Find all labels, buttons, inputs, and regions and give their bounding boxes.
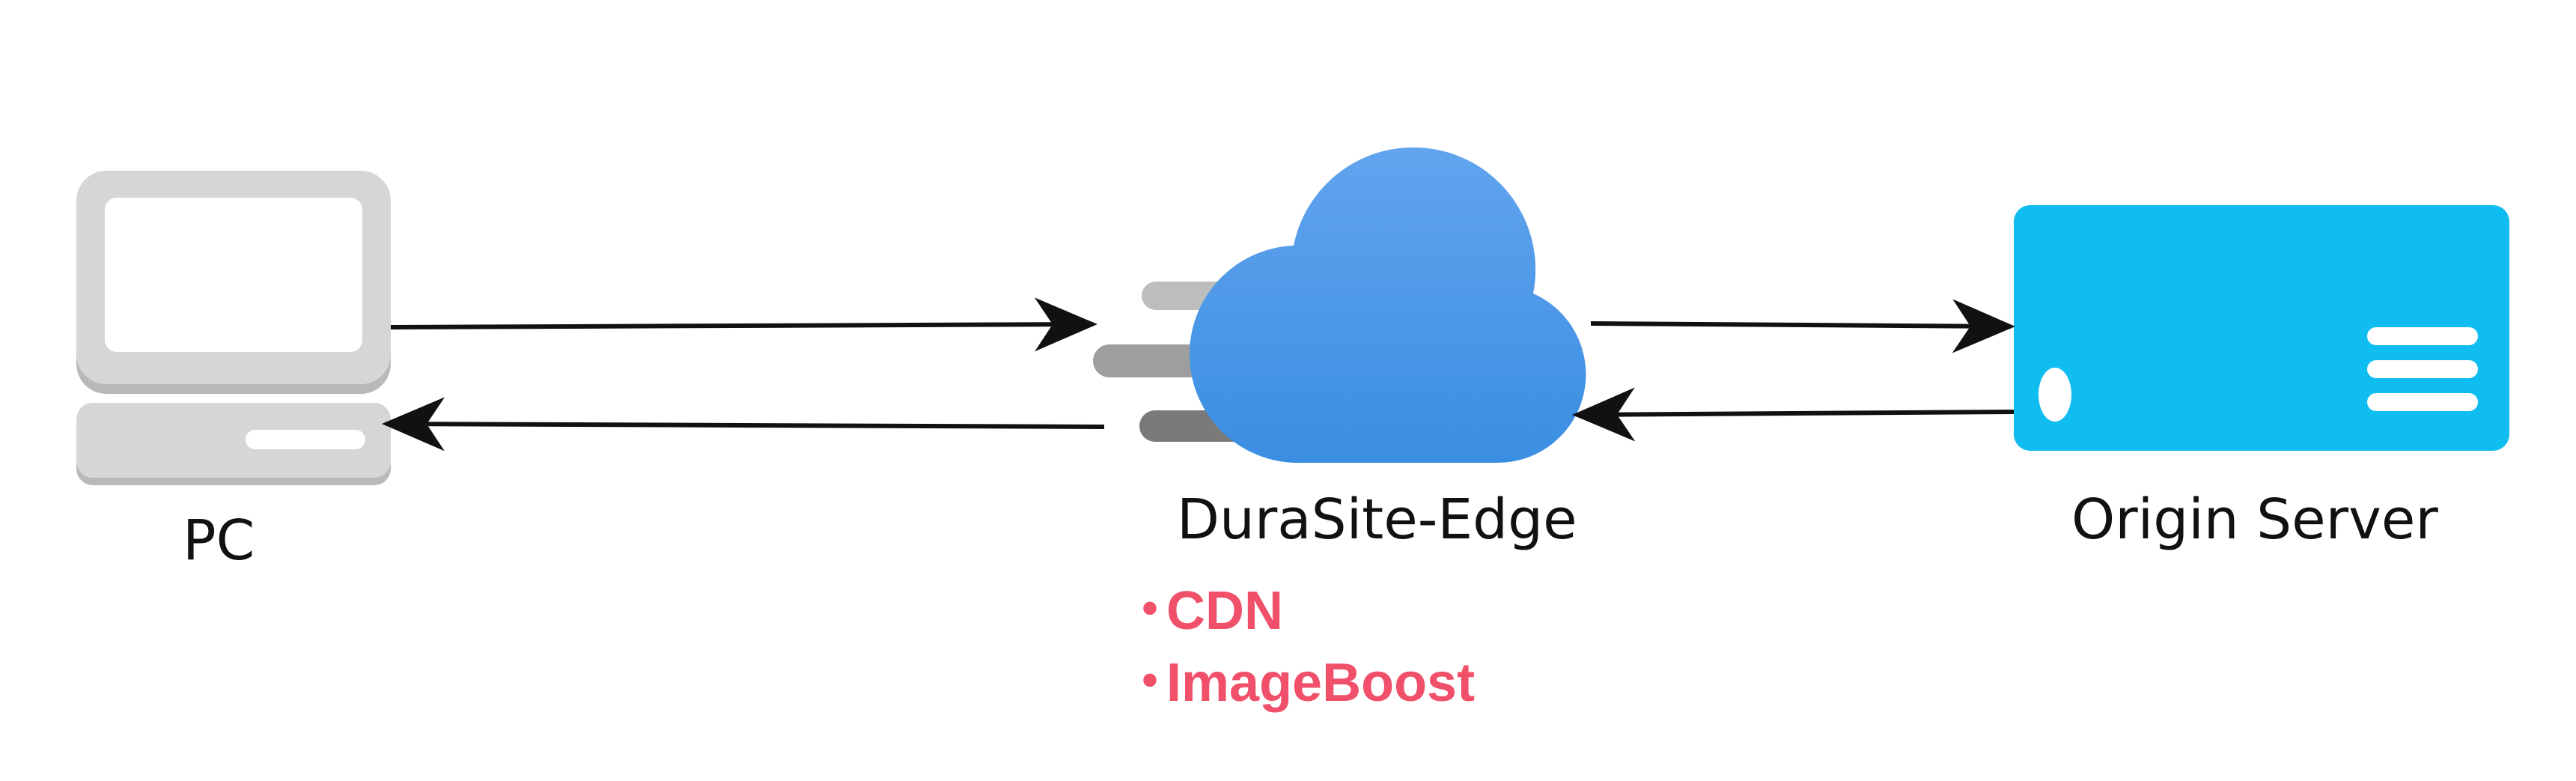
cloud-icon bbox=[1189, 147, 1586, 464]
feature-label: ImageBoost bbox=[1166, 653, 1476, 713]
pc-label: PC bbox=[183, 508, 255, 573]
arrow-pc-to-edge bbox=[390, 297, 1097, 352]
arrow-origin-to-edge bbox=[1572, 387, 2015, 442]
feature-item-cdn: ・CDN bbox=[1123, 575, 1475, 647]
bullet-glyph: ・ bbox=[1123, 581, 1178, 641]
feature-label: CDN bbox=[1166, 581, 1283, 641]
laptop-icon bbox=[76, 171, 391, 485]
arrow-edge-to-pc bbox=[382, 397, 1105, 452]
feature-item-imageboost: ・ImageBoost bbox=[1123, 647, 1475, 719]
origin-server-label: Origin Server bbox=[2071, 487, 2438, 552]
feature-list: ・CDN ・ImageBoost bbox=[1123, 575, 1475, 719]
edge-label: DuraSite-Edge bbox=[1177, 487, 1577, 552]
arrow-edge-to-origin bbox=[1590, 299, 2015, 353]
bullet-glyph: ・ bbox=[1123, 653, 1178, 713]
server-icon bbox=[2014, 205, 2509, 451]
connector-arrows bbox=[382, 297, 2015, 452]
